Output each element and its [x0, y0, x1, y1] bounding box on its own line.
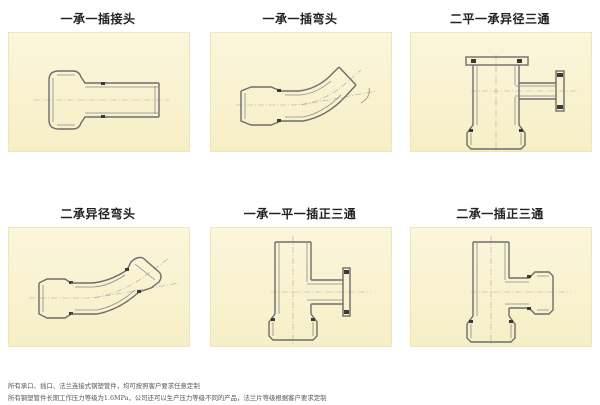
panel-title-1: 一承一插接头: [60, 12, 136, 26]
note-line-1: 所有承口、插口、法兰连接式钢塑管件，均可按照客户要求任意定制: [8, 382, 200, 390]
panel-socket-spigot-coupling: [8, 32, 190, 152]
note-line-2: 所有钢塑管件长期工作压力等级为1.6MPa，公司还可以生产压力等级不同的产品，法…: [8, 394, 327, 402]
panel-title-5: 一承一平一插正三通: [243, 207, 357, 221]
panel-title-4: 二承异径弯头: [60, 207, 136, 221]
socket-spigot-coupling-drawing-icon: [34, 70, 169, 130]
panel-title-6: 二承一插正三通: [456, 207, 544, 221]
double-socket-spigot-equal-tee-drawing-icon: [466, 236, 571, 346]
panel-socket-flange-spigot-equal-tee: [210, 227, 392, 347]
panel-double-socket-reducing-bend: [8, 227, 190, 347]
panel-double-socket-spigot-equal-tee: [410, 227, 592, 347]
socket-flange-spigot-equal-tee-drawing-icon: [268, 236, 371, 346]
double-socket-reducing-bend-drawing-icon: [29, 256, 180, 319]
panel-socket-spigot-bend: [210, 32, 392, 152]
panel-title-2: 一承一插弯头: [262, 12, 338, 26]
socket-spigot-bend-drawing-icon: [236, 66, 377, 126]
double-flange-socket-reducing-tee-drawing-icon: [465, 55, 581, 150]
panel-title-3: 二平一承异径三通: [449, 12, 550, 26]
panel-double-flange-socket-reducing-tee: [410, 32, 592, 152]
